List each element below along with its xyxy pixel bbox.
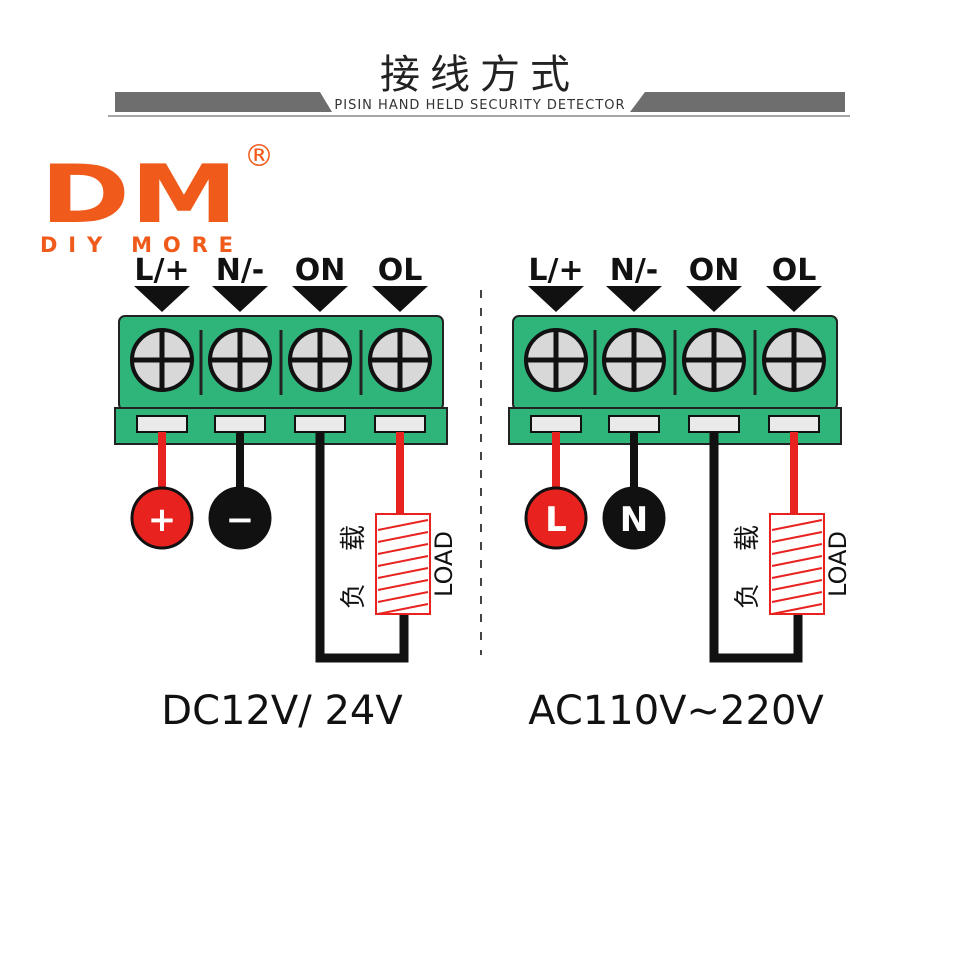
screw-icon <box>130 328 194 392</box>
arrow-down-icon <box>528 286 584 312</box>
wire-slot <box>768 415 820 433</box>
header: 接线方式 PISIN HAND HELD SECURITY DETECTOR <box>108 52 850 117</box>
arrow-down-icon <box>212 286 268 312</box>
load-label: LOAD <box>430 531 458 597</box>
wire-supply-left <box>552 432 560 490</box>
terminal-label: OL <box>772 253 817 288</box>
terminal-label: L/+ <box>134 253 189 288</box>
supply-left-badge: + <box>130 486 194 550</box>
wire-slot <box>688 415 740 433</box>
arrow-down-icon <box>606 286 662 312</box>
screw-icon <box>288 328 352 392</box>
screw-icon <box>682 328 746 392</box>
wiring-panel-dc: L/+ N/- ON OL + − LOAD 载负 DC12V/ 24V <box>114 253 458 734</box>
supply-right-badge: − <box>208 486 272 550</box>
load-label-cn-bottom: 负 <box>733 583 763 609</box>
wiring-panels: L/+ N/- ON OL + − LOAD 载负 DC12V/ 24V L/+ N/- ON OL L N… <box>114 253 852 734</box>
wiring-panel-ac: L/+ N/- ON OL L N LOAD 载负 AC110V~220V <box>508 253 852 734</box>
wire-slot <box>374 415 426 433</box>
supply-right-symbol: − <box>226 500 255 540</box>
load-label-cn-bottom: 负 <box>339 583 369 609</box>
terminal-label: OL <box>378 253 423 288</box>
voltage-caption: AC110V~220V <box>528 688 824 734</box>
logo-letters: DM <box>40 148 238 241</box>
logo-subtitle: DIY MORE <box>40 233 238 257</box>
wire-load-feed <box>790 432 798 516</box>
page-subtitle: PISIN HAND HELD SECURITY DETECTOR <box>334 98 625 113</box>
supply-left-symbol: + <box>148 500 177 540</box>
terminal-label: ON <box>689 253 740 288</box>
screw-icon <box>524 328 588 392</box>
wire-load-feed <box>396 432 404 516</box>
arrow-down-icon <box>292 286 348 312</box>
arrow-down-icon <box>766 286 822 312</box>
wire-supply-left <box>158 432 166 490</box>
wire-supply-right <box>630 432 638 490</box>
load-label-cn-top: 载 <box>733 525 763 551</box>
supply-right-badge: N <box>602 486 666 550</box>
wire-slot <box>608 415 660 433</box>
header-banner-left <box>115 92 332 112</box>
wire-load-return <box>315 432 409 663</box>
load-label: LOAD <box>824 531 852 597</box>
terminal-label: ON <box>295 253 346 288</box>
supply-right-symbol: N <box>620 500 648 540</box>
logo-registered-mark: ® <box>244 139 274 174</box>
wire-slot <box>530 415 582 433</box>
supply-left-symbol: L <box>545 500 567 540</box>
brand-logo: DM ® DIY MORE <box>40 139 274 257</box>
terminal-label: N/- <box>216 253 265 288</box>
header-banner-right <box>630 92 845 112</box>
screw-icon <box>602 328 666 392</box>
voltage-caption: DC12V/ 24V <box>161 688 403 734</box>
load-label-cn-top: 载 <box>339 525 369 551</box>
wire-slot <box>214 415 266 433</box>
screw-icon <box>762 328 826 392</box>
screw-icon <box>368 328 432 392</box>
wire-load-return <box>709 432 803 663</box>
terminal-label: N/- <box>610 253 659 288</box>
supply-left-badge: L <box>524 486 588 550</box>
terminal-label: L/+ <box>528 253 583 288</box>
wire-supply-right <box>236 432 244 490</box>
screw-icon <box>208 328 272 392</box>
load-resistor-icon <box>375 513 431 615</box>
arrow-down-icon <box>134 286 190 312</box>
wire-slot <box>136 415 188 433</box>
wire-slot <box>294 415 346 433</box>
arrow-down-icon <box>686 286 742 312</box>
arrow-down-icon <box>372 286 428 312</box>
load-resistor-icon <box>769 513 825 615</box>
page-title: 接线方式 <box>380 52 580 98</box>
